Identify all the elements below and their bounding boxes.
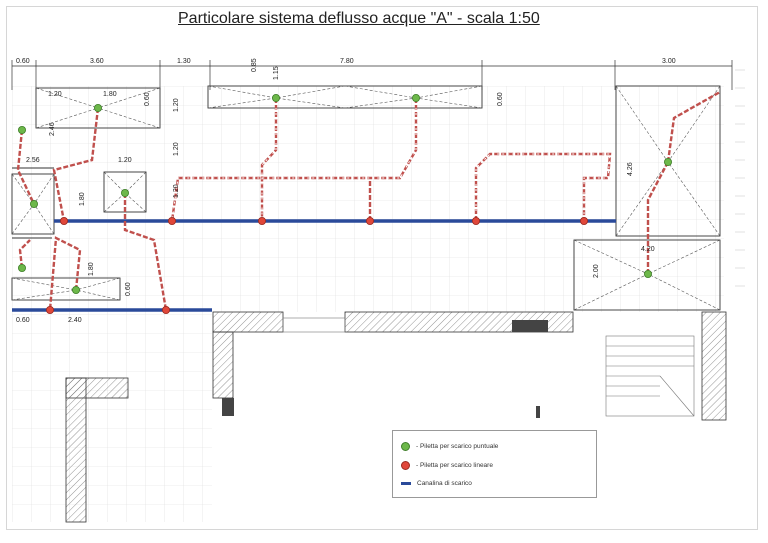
legend-item-channel: Canalina di scarico	[401, 477, 472, 489]
tile-grid	[12, 86, 724, 312]
dim-label: 1.20	[173, 184, 180, 198]
legend-item-point-drain: - Piletta per scarico puntuale	[401, 440, 498, 452]
right-margin-ticks	[735, 69, 745, 287]
legend-label: - Piletta per scarico lineare	[416, 461, 493, 469]
dim-label: 1.80	[88, 262, 95, 276]
dim-label: 1.20	[48, 91, 62, 98]
legend: - Piletta per scarico puntuale - Piletta…	[392, 430, 597, 498]
dim-label: 1.20	[173, 142, 180, 156]
dimension-labels: 0.60 3.60 1.30 0.85 1.15 7.80 3.00 1.20 …	[16, 58, 676, 324]
legend-label: Canalina di scarico	[417, 479, 472, 487]
tile-grid-lower	[12, 312, 212, 522]
dim-label: 0.60	[144, 92, 151, 106]
wall-sections	[65, 311, 727, 523]
point-drain	[29, 199, 38, 208]
dim-label: 2.00	[593, 264, 600, 278]
point-drain	[644, 269, 653, 278]
linear-drain	[471, 216, 480, 225]
point-drains	[17, 94, 673, 294]
top-dimension-line	[11, 60, 733, 90]
dim-label: 1.30	[177, 58, 191, 65]
dim-label: 2.40	[68, 317, 82, 324]
linear-drain	[60, 216, 69, 225]
drawing-title: Particolare sistema deflusso acque "A" -…	[178, 10, 540, 27]
drain-pipes	[16, 90, 721, 311]
linear-drain	[365, 216, 374, 225]
drain-channels	[12, 219, 616, 312]
red-dot-icon	[401, 460, 410, 470]
dim-label: 3.60	[90, 58, 104, 65]
dim-label: 2.46	[49, 122, 56, 136]
point-drain	[17, 126, 26, 135]
dim-label: 1.80	[103, 91, 117, 98]
dim-label: 0.60	[125, 282, 132, 296]
dim-label: 1.15	[273, 66, 280, 80]
point-drain	[94, 104, 103, 113]
linear-drains	[46, 216, 589, 314]
dim-label: 0.60	[16, 317, 30, 324]
dim-label: 0.60	[16, 58, 30, 65]
slope-lines	[11, 85, 721, 311]
dim-label: 1.80	[79, 192, 86, 206]
point-drain	[664, 157, 673, 166]
dim-label: 3.00	[662, 58, 676, 65]
dim-label: 1.20	[173, 98, 180, 112]
dim-label: 0.85	[251, 58, 258, 72]
linear-drain	[161, 305, 170, 314]
dim-label: 2.56	[26, 157, 40, 164]
green-dot-icon	[401, 441, 410, 451]
point-drain	[121, 188, 130, 197]
legend-label: - Piletta per scarico puntuale	[416, 442, 499, 450]
linear-drain	[580, 216, 589, 225]
dim-label: 4.20	[641, 246, 655, 253]
point-drain	[411, 94, 420, 103]
dim-label: 1.20	[118, 157, 132, 164]
linear-drain	[167, 216, 176, 225]
dim-label: 7.80	[340, 58, 354, 65]
dim-label: 4.26	[627, 162, 634, 176]
drawing-frame	[6, 6, 758, 530]
legend-item-linear-drain: - Piletta per scarico lineare	[401, 459, 493, 471]
linear-drain	[257, 216, 266, 225]
drain-pipes-core	[171, 98, 611, 222]
dim-label: 0.60	[497, 92, 504, 106]
point-drain	[271, 94, 280, 103]
point-drain	[17, 263, 26, 272]
blue-bar-icon	[401, 481, 411, 485]
linear-drain	[46, 305, 55, 314]
point-drain	[72, 285, 81, 294]
stair-outline	[605, 335, 695, 417]
